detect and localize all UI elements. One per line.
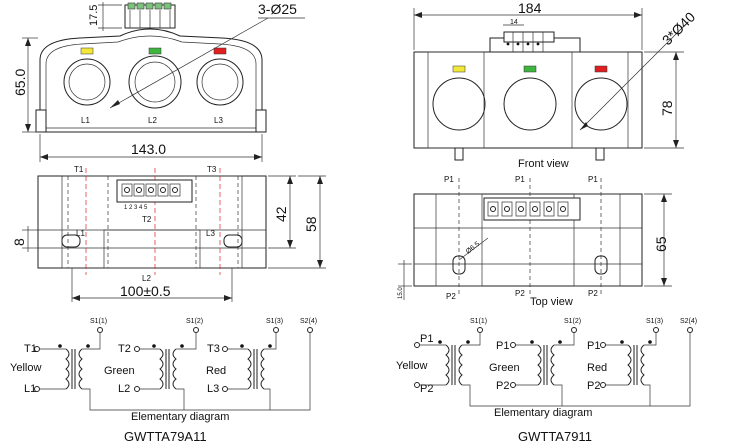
dim-15: 15.0 [398, 287, 404, 299]
left-schematic: S1(1) S1(2) S1(3) S2(4) T1 L1 Yellow T2 … [10, 318, 317, 444]
caption-left: Elementary diagram [131, 411, 229, 423]
dim-17-5: 17.5 [88, 5, 100, 26]
label-p1-b: P1 [515, 175, 525, 184]
bore-3 [196, 58, 244, 106]
label-p1-c: P1 [588, 175, 598, 184]
terminal-numbers: 1 2 3 4 5 [124, 205, 148, 211]
label-p2-s2: P2 [496, 380, 509, 392]
front-bore-1 [432, 77, 486, 131]
label-front-view: Front view [518, 158, 569, 170]
dim-100: 100±0.5 [120, 283, 171, 299]
front-bore-3 [574, 77, 628, 131]
label-l3-s: L3 [207, 383, 219, 395]
dim-14: 14 [510, 19, 518, 26]
indicator-yellow-right [452, 65, 466, 73]
label-t3-s: T3 [207, 343, 220, 355]
indicator-yellow [80, 47, 94, 55]
label-s1-2-r: S1(2) [564, 318, 581, 325]
mount-hole-right [594, 255, 608, 275]
label-p2-b: P2 [515, 289, 525, 298]
label-p1-s3: P1 [587, 340, 600, 352]
dim-65-right: 65 [653, 236, 669, 252]
indicator-red-right [594, 65, 608, 73]
label-l2-side: L2 [142, 274, 151, 283]
label-s1-1-r: S1(1) [470, 318, 487, 325]
label-l1: L1 [81, 116, 90, 125]
phase-yellow-left: Yellow [10, 362, 41, 374]
right-top-view: Ø6.5 P1 P1 P1 P2 P2 P2 65 15.0 Top view [398, 175, 672, 308]
phase-green-left: Green [104, 365, 135, 377]
dim-42: 42 [273, 206, 289, 222]
left-top-view: L1 L2 L3 3-Ø25 17.5 65.0 143.0 [12, 1, 305, 162]
front-bore-2 [503, 77, 557, 131]
label-p1-s1: P1 [420, 333, 433, 345]
caption-right: Elementary diagram [494, 407, 592, 419]
phase-red-left: Red [206, 365, 226, 377]
label-p1-a: P1 [444, 175, 454, 184]
mount-slot-right [223, 234, 243, 248]
bore-1 [63, 58, 111, 106]
indicator-green-right [523, 65, 537, 73]
right-schematic: S1(1) S1(2) S1(3) S2(4) P1 P2 Yellow P1 … [396, 318, 697, 444]
phase-green-right: Green [489, 362, 520, 374]
label-s1-3: S1(3) [266, 318, 283, 325]
indicator-red [213, 47, 227, 55]
terminal-strip [116, 179, 193, 203]
phase-red-right: Red [587, 362, 607, 374]
dim-65-0: 65.0 [12, 69, 28, 96]
label-s1-3-r: S1(3) [646, 318, 663, 325]
model-left: GWTTA79A11 [124, 429, 207, 444]
label-l2-s: L2 [118, 383, 130, 395]
left-side-view: 1 2 3 4 5 T1 T3 T2 L1 L3 L2 8 42 58 100±… [11, 165, 326, 302]
label-p2-s1: P2 [420, 383, 433, 395]
label-p2-a: P2 [446, 292, 456, 301]
terminal-screws [121, 183, 181, 197]
dim-8: 8 [11, 238, 27, 246]
label-s2-4-r: S2(4) [680, 318, 697, 325]
dim-78: 78 [659, 100, 675, 116]
mount-slot-left [61, 234, 81, 248]
ct-body-outline [39, 28, 263, 133]
dim-58: 58 [303, 216, 319, 232]
dim-holes-25: 3-Ø25 [258, 1, 297, 17]
label-l1-side: L1 [76, 229, 85, 238]
dim-holes-40: 3*Ø40 [659, 9, 699, 49]
label-t1: T1 [74, 165, 84, 174]
label-l1-s: L1 [24, 383, 36, 395]
bore-2 [128, 55, 182, 109]
phase-yellow-right: Yellow [396, 360, 427, 372]
indicator-green [148, 47, 162, 55]
label-l2: L2 [148, 116, 157, 125]
label-top-view: Top view [530, 296, 573, 308]
dim-143: 143.0 [131, 141, 166, 157]
label-l3: L3 [214, 116, 223, 125]
dim-184: 184 [518, 0, 542, 16]
label-l3-side: L3 [206, 229, 215, 238]
mount-hole-left [452, 255, 466, 275]
label-s1-2: S1(2) [186, 318, 203, 325]
label-p1-s2: P1 [496, 340, 509, 352]
label-p2-c: P2 [588, 289, 598, 298]
label-t3: T3 [207, 165, 217, 174]
label-s1-1: S1(1) [90, 318, 107, 325]
label-t2: T2 [142, 215, 152, 224]
label-s2-4: S2(4) [300, 318, 317, 325]
label-p2-s3: P2 [587, 380, 600, 392]
label-t2-s: T2 [118, 343, 131, 355]
right-front-view: 184 14 3*Ø40 78 Front view [413, 0, 699, 170]
model-right: GWTTA7911 [518, 429, 592, 444]
label-t1-s: T1 [24, 343, 37, 355]
